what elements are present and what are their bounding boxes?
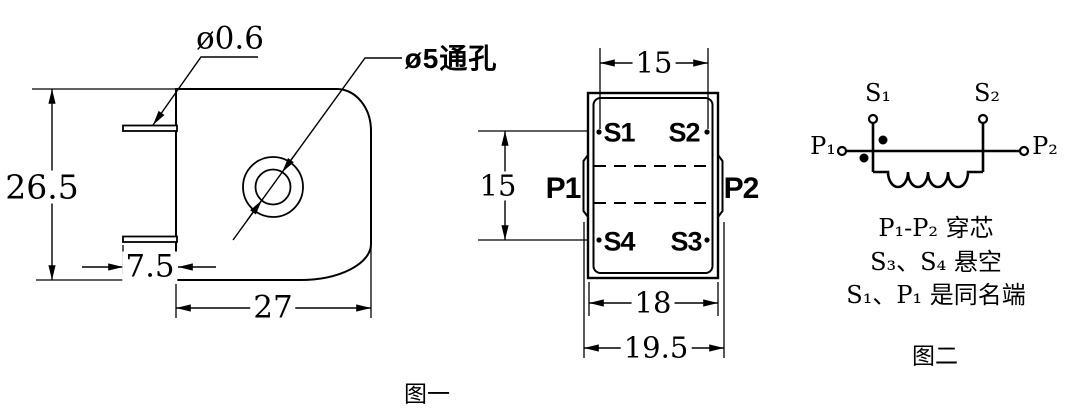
fig1-side-view-linework (32, 56, 402, 318)
secondary-coil (873, 170, 983, 189)
hole-diameter-leader (232, 57, 402, 241)
width-dim-text: 27 (250, 292, 296, 324)
hole-label: ø5通孔 (404, 43, 498, 74)
pin-label-s1: S1 (603, 117, 635, 148)
fig2-schematic-linework (836, 113, 1030, 189)
pin-diameter-leader (152, 56, 258, 126)
top-view-inner-outline (592, 97, 714, 274)
total-width-dim-text: 19.5 (620, 333, 692, 363)
component-body-outline (175, 88, 372, 281)
s2-terminal-circle (977, 113, 989, 125)
hole-diameter-arrow-upper (281, 151, 298, 173)
bottom-pin (122, 235, 178, 243)
primary-polarity-dot (859, 153, 869, 163)
schematic-terminal-p2: P₂ (1032, 132, 1058, 160)
s1-terminal-circle (867, 113, 879, 125)
secondary-polarity-dot (878, 135, 888, 145)
figure2-caption: 图二 (912, 343, 958, 370)
pin-length-dim-text: 7.5 (122, 251, 178, 283)
pin-label-p2: P2 (723, 172, 760, 205)
s1-pin-dot (596, 129, 602, 135)
s2-pin-dot (704, 129, 710, 135)
fig1-top-view-linework (478, 48, 725, 358)
p2-terminal-circle (1018, 145, 1030, 157)
pin-span-side-dim-text: 15 (476, 171, 520, 201)
pin-label-s4: S4 (603, 226, 635, 257)
schematic-terminal-p1: P₁ (810, 132, 836, 160)
s3-pin-dot (704, 237, 710, 243)
schematic-terminal-s1: S₁ (864, 79, 892, 107)
pin-label-s3: S3 (670, 226, 702, 257)
hole-diameter-arrow-lower (246, 199, 263, 222)
schematic-note-floating: S₃、S₄ 悬空 (870, 248, 1002, 276)
schematic-note-through-core: P₁-P₂ 穿芯 (878, 214, 994, 242)
schematic-note-same-polarity: S₁、P₁ 是同名端 (846, 281, 1026, 309)
pin-diameter-label: ø0.6 (196, 20, 264, 57)
s4-pin-dot (596, 237, 602, 243)
pin-label-p1: P1 (545, 172, 582, 205)
hole-outer-circle (242, 156, 304, 218)
p2-tab (717, 154, 724, 218)
body-width-dim-text: 18 (631, 288, 675, 318)
top-pin (122, 124, 178, 132)
p1-tab (582, 154, 589, 218)
schematic-terminal-s2: S₂ (973, 79, 1001, 107)
top-view-outer-outline (586, 91, 720, 280)
pin-label-s2: S2 (668, 117, 700, 148)
figure1-caption: 图一 (404, 381, 450, 408)
hole-inner-circle (254, 168, 292, 206)
p1-terminal-circle (836, 145, 848, 157)
height-dim-text: 26.5 (2, 170, 82, 204)
pin-span-top-dim-text: 15 (632, 48, 676, 78)
